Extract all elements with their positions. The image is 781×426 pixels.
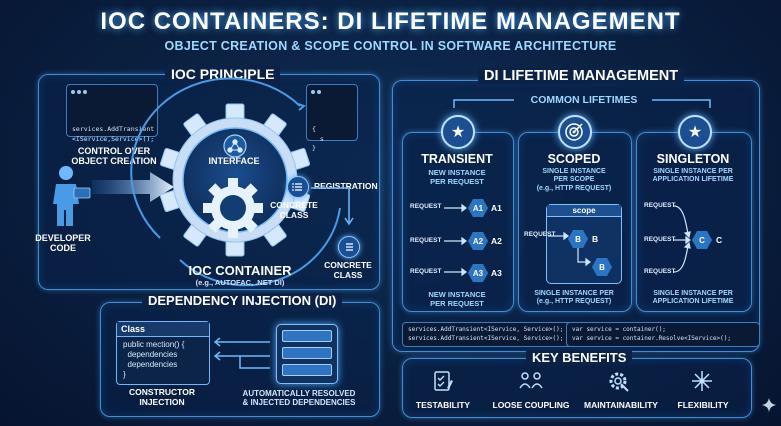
transient-instance-a1: A1 — [468, 199, 488, 217]
developer-icon — [53, 166, 91, 226]
ioc-container-sub: (e.g., AUTOFAC, .NET DI) — [195, 278, 285, 287]
scoped-target-icon — [558, 115, 592, 149]
scoped-instance-b1: B — [568, 230, 588, 248]
scoped-title: SCOPED — [547, 152, 601, 166]
singleton-label-c: C — [716, 235, 723, 245]
transient-request-3: REQUEST — [410, 268, 442, 275]
singleton-footer: SINGLE INSTANCE PER APPLICATION LIFETIME — [652, 290, 734, 306]
transient-instance-a3: A3 — [468, 264, 488, 282]
concrete-class-icon — [338, 236, 360, 258]
transient-label-a2: A2 — [491, 236, 502, 246]
ioc-container-gear-icon — [159, 103, 311, 257]
injection-arrows — [213, 337, 270, 369]
singleton-instance-c: C — [692, 231, 712, 249]
scoped-footer: SINGLE INSTANCE PER (e.g., HTTP REQUEST) — [534, 290, 614, 306]
ioc-container-label: IOC CONTAINER — [188, 263, 292, 278]
singleton-sub: SINGLE INSTANCE PER APPLICATION LIFETIME — [652, 168, 734, 184]
common-lifetimes-label: COMMON LIFETIMES — [530, 94, 638, 106]
registration-arrow — [311, 187, 354, 226]
scope-label: scope — [547, 205, 621, 217]
singleton-request-2: REQUEST — [644, 236, 676, 243]
lifetime-code-right: var service = container(); var service =… — [566, 322, 760, 348]
transient-arrows — [444, 203, 467, 277]
benefit-flexibility: FLEXIBILITY — [677, 400, 729, 410]
dependency-stack-icon — [276, 324, 338, 384]
transient-star-icon: ★ — [441, 115, 475, 149]
scoped-request: REQUEST — [524, 231, 556, 238]
singleton-arrows — [673, 205, 691, 273]
developer-code-label: DEVELOPER CODE — [35, 233, 91, 254]
transient-instance-a2: A2 — [468, 232, 488, 250]
transient-title: TRANSIENT — [421, 152, 493, 166]
benefit-loose-coupling: LOOSE COUPLING — [492, 400, 570, 410]
ioc-code-window-right: { s } — [306, 84, 358, 152]
scoped-panel — [518, 132, 632, 312]
singleton-title: SINGLETON — [656, 152, 730, 166]
registration-label: REGISTRATION — [314, 181, 378, 191]
singleton-request-1: REQUEST — [644, 202, 676, 209]
transient-label-a1: A1 — [491, 203, 502, 213]
benefit-testability: TESTABILITY — [415, 400, 471, 410]
transient-footer: NEW INSTANCE PER REQUEST — [428, 290, 486, 308]
class-box: Class public mection() { dependencies de… — [116, 321, 210, 385]
class-code: public mection() { dependencies dependen… — [123, 340, 185, 379]
ioc-code-window-left: services.AddTransient <IService,Service>… — [66, 84, 158, 143]
transient-request-2: REQUEST — [410, 237, 442, 244]
loose-coupling-icon — [519, 372, 543, 389]
transient-request-1: REQUEST — [410, 203, 442, 210]
sparkle-icon — [762, 398, 776, 412]
class-title: Class — [117, 322, 209, 337]
scoped-label-b: B — [592, 234, 599, 244]
concrete-class-label-1: CONCRETE CLASS — [270, 200, 318, 220]
maintainability-icon — [609, 372, 629, 392]
common-lifetimes-bracket — [453, 99, 711, 108]
benefit-maintainability: MAINTAINABILITY — [584, 400, 658, 410]
di-heading: DEPENDENCY INJECTION (DI) — [142, 293, 343, 308]
ioc-code-right: { s } — [312, 125, 324, 153]
registration-icon — [287, 176, 309, 198]
lifetime-heading: DI LIFETIME MANAGEMENT — [478, 68, 685, 84]
concrete-class-label-2: CONCRETE CLASS — [324, 260, 372, 280]
transient-panel — [402, 132, 514, 312]
interface-label: INTERFACE — [208, 156, 260, 166]
scoped-sub: SINGLE INSTANCE PER SCOPE (e.g., HTTP RE… — [536, 168, 612, 192]
testability-icon — [434, 371, 453, 391]
transient-sub: NEW INSTANCE PER REQUEST — [428, 168, 486, 186]
container-arc-lines — [130, 77, 341, 287]
flexibility-icon — [692, 371, 712, 391]
constructor-injection-label: CONSTRUCTOR INJECTION — [129, 387, 195, 407]
ioc-code-left: services.AddTransient <IService,Service>… — [72, 125, 155, 143]
singleton-star-icon: ★ — [678, 115, 712, 149]
key-benefits-heading: KEY BENEFITS — [526, 350, 633, 365]
page-title: IOC CONTAINERS: DI LIFETIME MANAGEMENT — [100, 8, 681, 35]
singleton-panel — [636, 132, 752, 312]
singleton-request-3: REQUEST — [644, 268, 676, 275]
scoped-arrows — [548, 231, 591, 267]
control-over-object-creation-label: CONTROL OVER OBJECT CREATION — [71, 146, 157, 167]
lifetime-code-left: services.AddTransient<IService, Service>… — [402, 322, 574, 348]
key-benefits-panel — [402, 358, 752, 418]
page-subtitle: OBJECT CREATION & SCOPE CONTROL IN SOFTW… — [164, 39, 617, 53]
window-dots — [71, 88, 89, 97]
transient-label-a3: A3 — [491, 268, 502, 278]
scoped-instance-b2: B — [592, 258, 612, 276]
ioc-principle-heading: IOC PRINCIPLE — [165, 66, 281, 82]
auto-resolved-label: AUTOMATICALLY RESOLVED & INJECTED DEPEND… — [242, 389, 356, 408]
window-dots — [311, 88, 323, 97]
